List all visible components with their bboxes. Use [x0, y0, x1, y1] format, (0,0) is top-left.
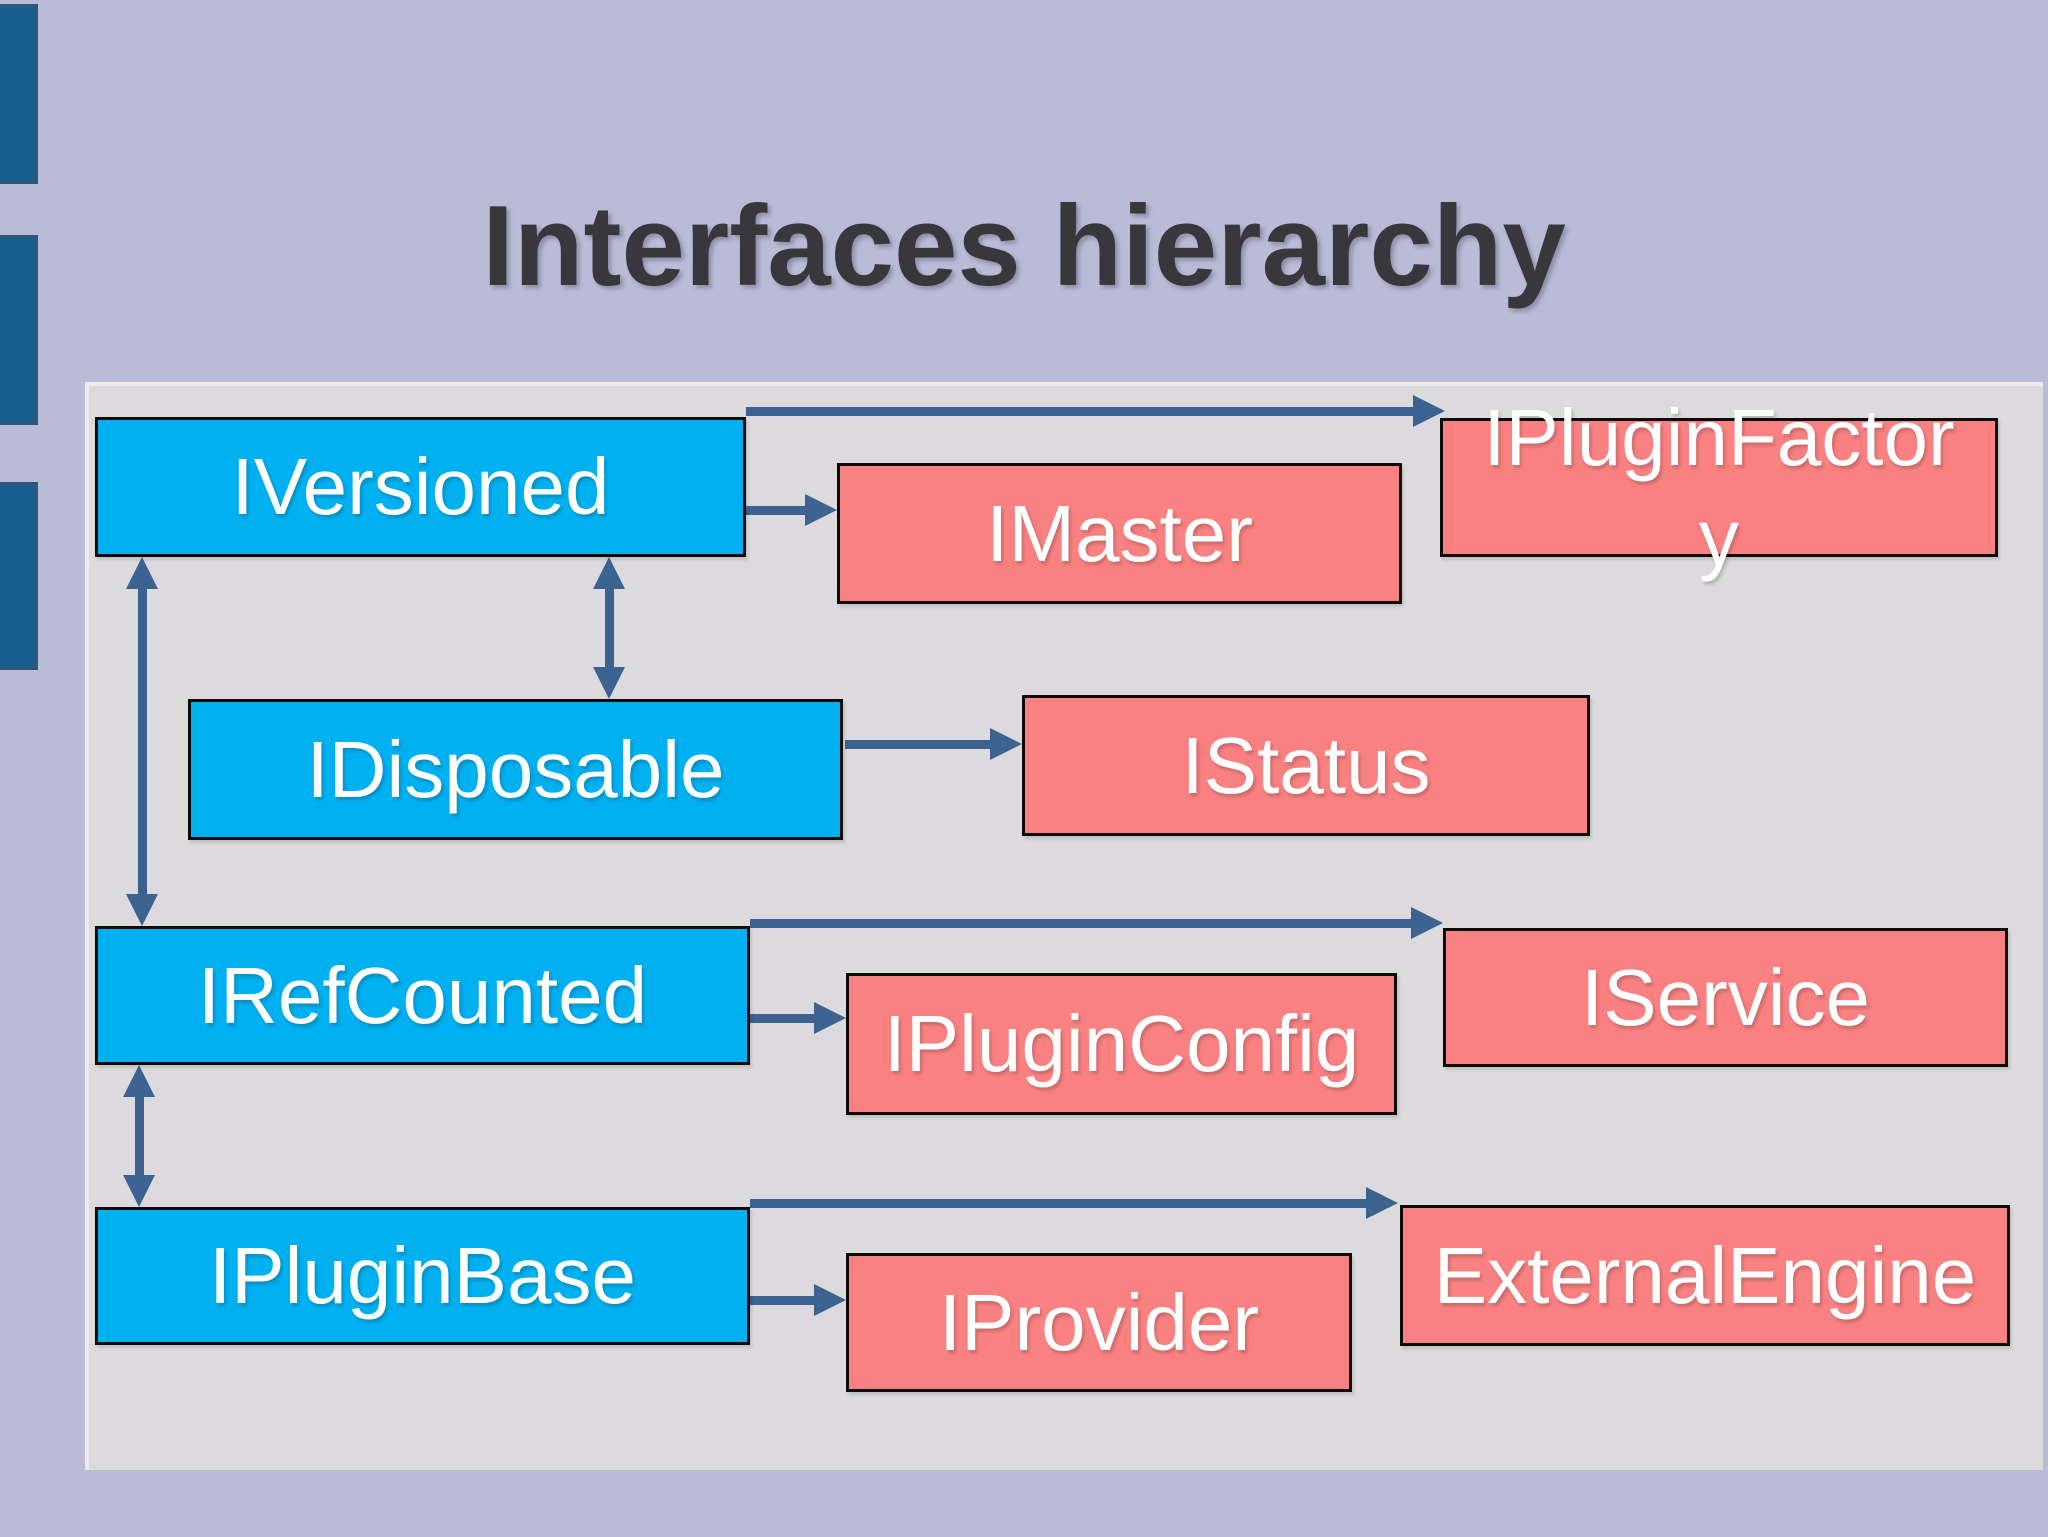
node-imaster: IMaster — [837, 463, 1402, 604]
arrow-ipluginbase-to-externalengine — [750, 1187, 1398, 1219]
node-label: IPluginConfig — [883, 999, 1360, 1088]
arrow-iversioned-to-ipluginfactory — [746, 395, 1445, 427]
arrow-irefcounted-to-iservice — [750, 907, 1443, 939]
arrow-iversioned-irefcounted — [126, 557, 158, 926]
node-irefcounted: IRefCounted — [95, 926, 750, 1065]
node-label: IPluginFactor — [1483, 392, 1955, 482]
node-label: IMaster — [986, 488, 1253, 578]
node-label: IService — [1581, 952, 1870, 1042]
node-istatus: IStatus — [1022, 695, 1590, 836]
node-label: IRefCounted — [197, 950, 648, 1040]
node-label: IPluginBase — [209, 1231, 636, 1320]
node-iversioned: IVersioned — [95, 417, 746, 557]
node-label: IProvider — [938, 1277, 1260, 1367]
sidebar-marker-3 — [0, 482, 38, 670]
node-iservice: IService — [1443, 928, 2008, 1067]
arrow-idisposable-to-istatus — [845, 728, 1022, 760]
node-iprovider: IProvider — [846, 1253, 1352, 1392]
page-title: Interfaces hierarchy — [482, 183, 1566, 310]
node-ipluginconfig: IPluginConfig — [846, 973, 1397, 1115]
node-idisposable: IDisposable — [188, 699, 843, 840]
arrow-iversioned-to-imaster — [746, 494, 837, 526]
node-label: ExternalEngine — [1433, 1230, 1977, 1320]
node-externalengine: ExternalEngine — [1400, 1205, 2010, 1346]
sidebar-marker-1 — [0, 4, 38, 184]
node-label: IDisposable — [306, 724, 725, 814]
sidebar-marker-2 — [0, 235, 38, 425]
node-label: IVersioned — [231, 442, 610, 531]
node-label: IStatus — [1181, 720, 1431, 810]
node-ipluginbase: IPluginBase — [95, 1207, 750, 1345]
arrow-iversioned-idisposable — [593, 557, 625, 699]
arrow-irefcounted-to-ipluginconfig — [750, 1002, 846, 1034]
arrow-ipluginbase-to-iprovider — [750, 1284, 846, 1316]
node-ipluginfactory: IPluginFactor y — [1440, 393, 1998, 582]
arrow-irefcounted-ipluginbase — [123, 1065, 155, 1207]
node-label: y — [1699, 492, 1739, 582]
